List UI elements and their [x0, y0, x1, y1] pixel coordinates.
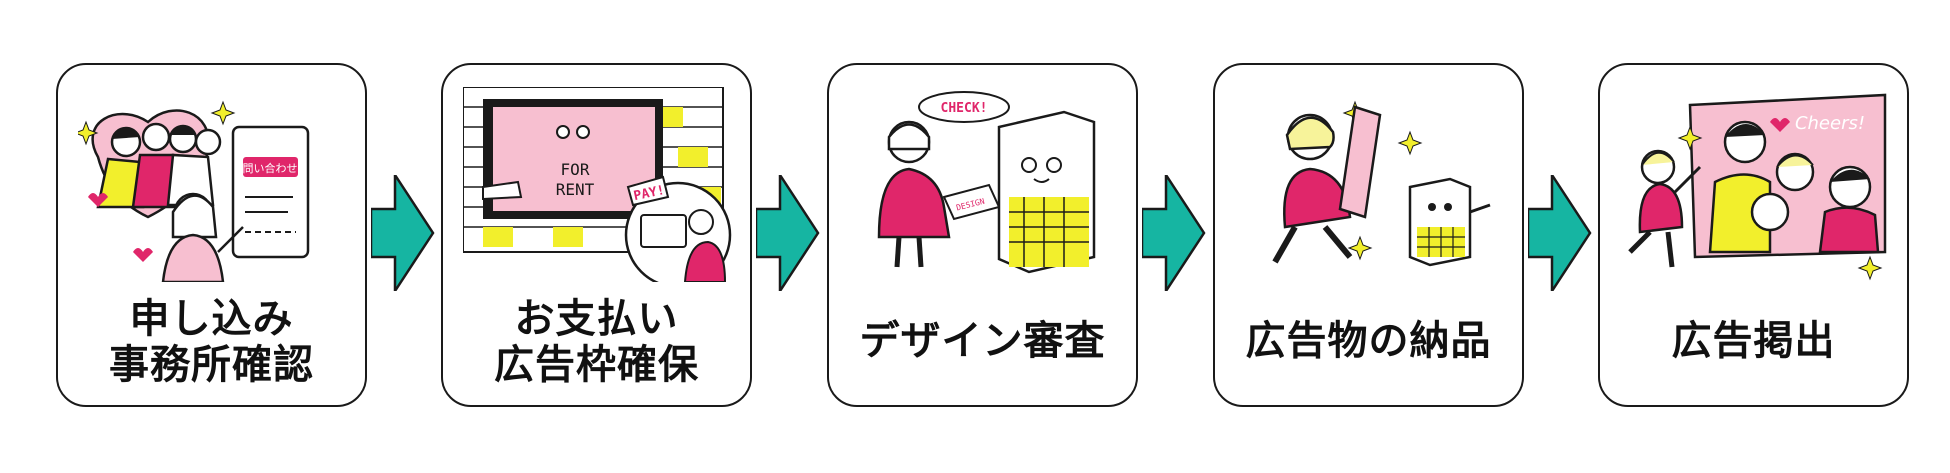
inquiry-sign-text: 問い合わせ [243, 161, 298, 175]
step-posting-line-1: 広告掲出 [1671, 318, 1836, 364]
step-design-review-label: デザイン審査 [829, 293, 1136, 389]
arrow-right-icon [1142, 175, 1206, 291]
illustration-design-review: CHECK! DESIGN [849, 87, 1119, 282]
fans-inquiry-icon: 問い合わせ [78, 100, 310, 282]
step-apply-line-1: 申し込み [129, 296, 294, 342]
illustration-for-rent-billboard: FOR RENT PAY! [463, 87, 733, 282]
illustration-poster-delivery [1235, 87, 1505, 282]
billboard-text-rent: RENT [556, 180, 595, 199]
step-payment: FOR RENT PAY! お支払い 広告枠確保 [441, 63, 752, 407]
step-payment-line-1: お支払い [514, 296, 679, 342]
step-posting-label: 広告掲出 [1600, 293, 1907, 389]
billboard-cheer-icon: Cheers! [1628, 93, 1887, 281]
step-delivery: 広告物の納品 [1213, 63, 1524, 407]
billboard-text-for: FOR [561, 160, 590, 179]
step-delivery-line-1: 広告物の納品 [1245, 318, 1492, 364]
step-apply: 問い合わせ [56, 63, 367, 407]
step-design-review-line-1: デザイン審査 [859, 318, 1106, 364]
step-apply-label: 申し込み 事務所確認 [58, 287, 365, 397]
step-payment-label: お支払い 広告枠確保 [443, 287, 750, 397]
design-review-icon: CHECK! DESIGN [877, 91, 1096, 274]
illustration-fans-inquiry: 問い合わせ [78, 87, 348, 282]
check-bubble-text: CHECK! [941, 101, 988, 116]
illustration-billboard-cheer: Cheers! [1620, 87, 1890, 282]
arrow-right-icon [756, 175, 820, 291]
cheers-billboard-text: Cheers! [1795, 113, 1865, 134]
step-posting: Cheers! [1598, 63, 1909, 407]
billboard-payment-icon: FOR RENT PAY! [463, 87, 732, 282]
step-payment-line-2: 広告枠確保 [494, 342, 699, 388]
arrow-right-icon [371, 175, 435, 291]
poster-delivery-icon [1272, 100, 1491, 267]
step-design-review: CHECK! DESIGN [827, 63, 1138, 407]
step-delivery-label: 広告物の納品 [1215, 293, 1522, 389]
pay-bubble-text: PAY! [632, 183, 666, 204]
step-apply-line-2: 事務所確認 [109, 342, 314, 388]
arrow-right-icon [1528, 175, 1592, 291]
